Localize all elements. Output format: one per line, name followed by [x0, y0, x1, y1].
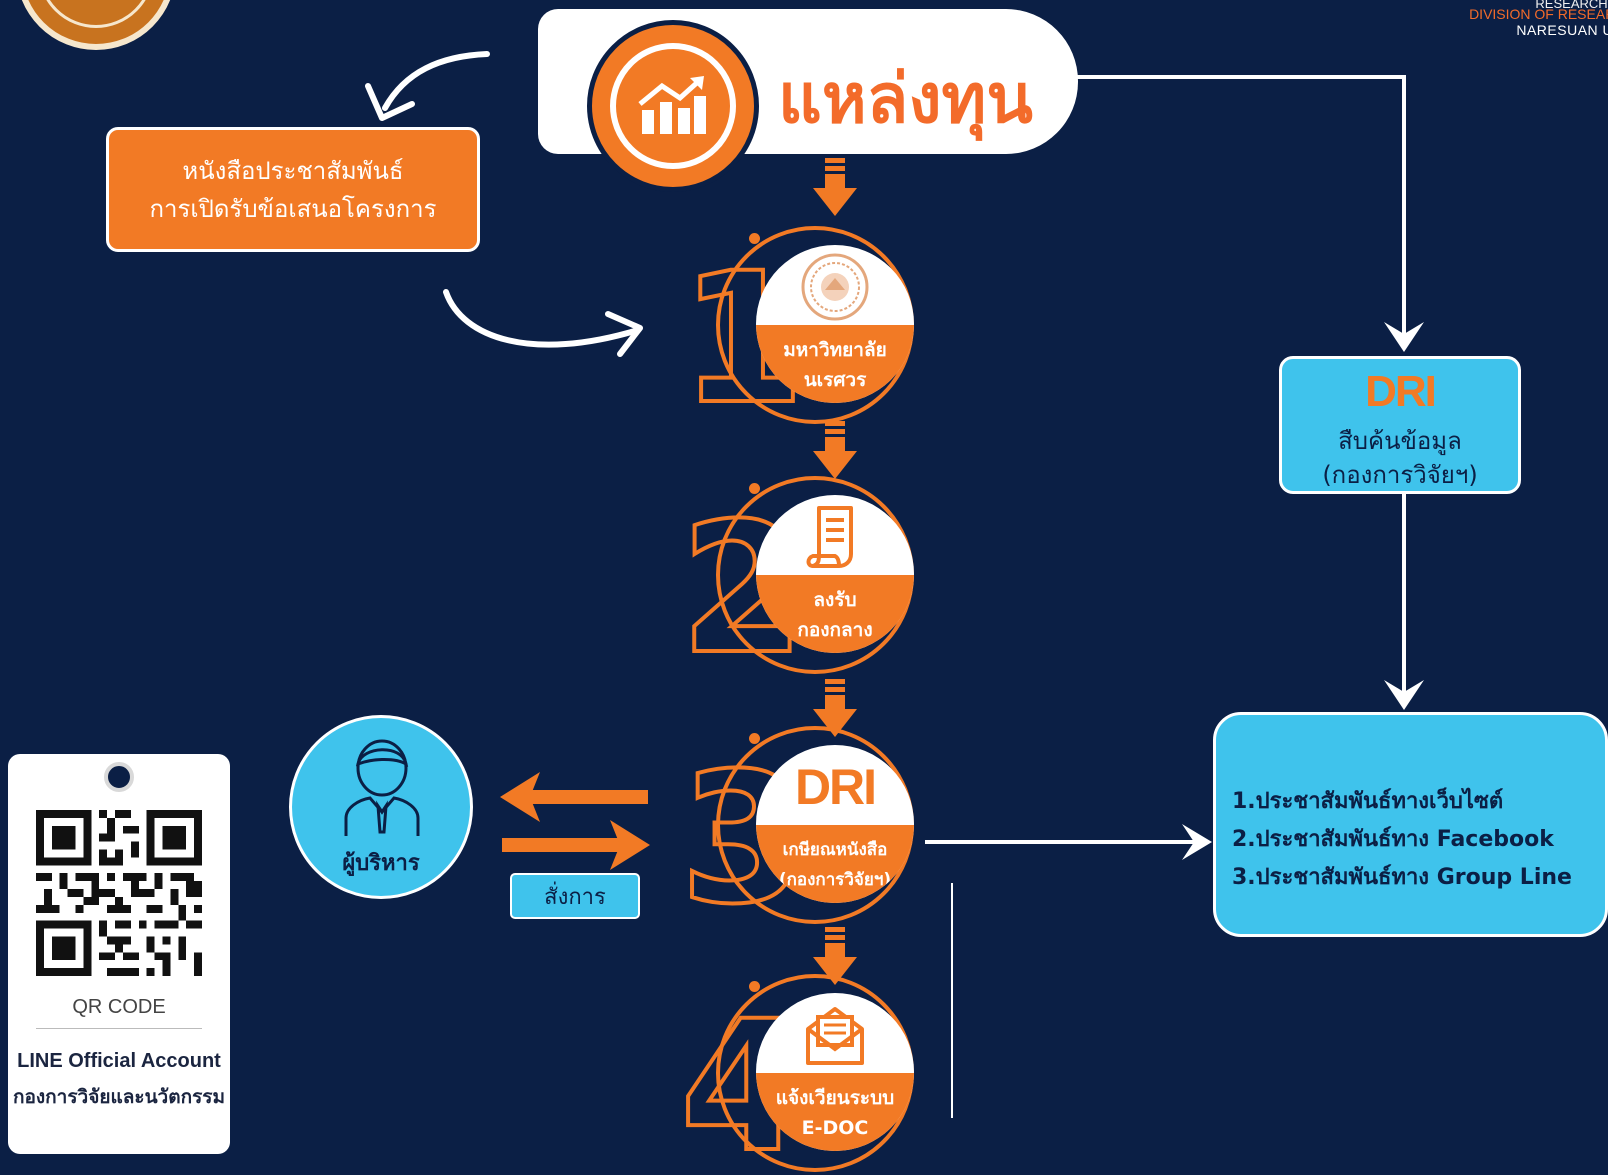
- dri-logo-icon: DRI: [756, 751, 914, 823]
- step-4-dot: [749, 981, 760, 992]
- executive-label: ผู้บริหาร: [342, 851, 420, 876]
- pin-icon: [104, 762, 134, 792]
- qr-divider: [36, 1028, 202, 1029]
- qr-card: QR CODE LINE Official Account กองการวิจั…: [8, 754, 230, 1154]
- search-info-box: DRI สืบค้นข้อมูล (กองการวิจัยฯ): [1279, 356, 1521, 494]
- qr-code-icon: [36, 810, 202, 976]
- search-box-logo: DRI: [1365, 367, 1437, 416]
- step-4: 4 แจ้งเวียนระบบ E-DOC: [678, 970, 940, 1175]
- down-arrow-title-to-step1: [813, 158, 857, 216]
- channel-item-website: 1.ประชาสัมพันธ์ทางเว็บไซต์: [1232, 789, 1504, 814]
- arrowhead-search: [1384, 322, 1424, 352]
- orange-arrow-left-shaft: [530, 790, 648, 804]
- step-1-label-area: มหาวิทยาลัย นเรศวร: [756, 325, 914, 403]
- executive-person-icon: [344, 739, 420, 836]
- curved-arrowhead-top: [365, 83, 415, 121]
- step-3-label-line2: (กองการวิจัยฯ): [778, 870, 892, 890]
- step-3-disc: DRI เกษียณหนังสือ (กองการวิจัยฯ): [756, 745, 914, 903]
- envelope-letter-icon: [756, 999, 914, 1071]
- curved-arrow-bottom: [443, 289, 641, 348]
- down-arrow-step2-to-step3: [813, 679, 857, 737]
- order-label: สั่งการ: [510, 873, 640, 919]
- header-university: NARESUAN UNIV: [1516, 22, 1608, 38]
- step-4-label-line1: แจ้งเวียนระบบ: [775, 1087, 895, 1109]
- step-4-label-line2: E-DOC: [801, 1117, 869, 1139]
- dri-logo-text: DRI: [794, 759, 877, 815]
- qr-line-account: LINE Official Account: [17, 1050, 221, 1072]
- step-4-disc: แจ้งเวียนระบบ E-DOC: [756, 993, 914, 1151]
- step-4-label-area: แจ้งเวียนระบบ E-DOC: [756, 1073, 914, 1151]
- step-2: 2 ลงรับ กองกลาง: [678, 472, 940, 682]
- step-3-label-area: เกษียณหนังสือ (กองการวิจัยฯ): [756, 825, 914, 903]
- step-3-dot: [749, 733, 760, 744]
- step-1: 1 มหาวิทยาลัย นเรศวร: [678, 222, 940, 432]
- arrowhead-step3-channels: [1182, 824, 1212, 860]
- step-1-dot: [749, 233, 760, 244]
- down-arrow-step3-to-step4: [813, 927, 857, 985]
- executive-node: ผู้บริหาร: [289, 715, 473, 899]
- press-release-line1: หนังสือประชาสัมพันธ์: [182, 156, 404, 185]
- step-2-label-line1: ลงรับ: [813, 589, 857, 611]
- curved-arrow-top: [382, 51, 490, 111]
- dri-logo-icon: DRI: [1282, 367, 1518, 417]
- pr-channels-box: 1.ประชาสัมพันธ์ทางเว็บไซต์ 2.ประชาสัมพัน…: [1213, 712, 1608, 937]
- qr-line-division: กองการวิจัยและนวัตกรรม: [12, 1086, 226, 1108]
- orange-arrow-right-shaft: [502, 838, 620, 852]
- step-1-label-line1: มหาวิทยาลัย: [783, 339, 887, 361]
- channel-item-facebook: 2.ประชาสัมพันธ์ทาง Facebook: [1232, 827, 1554, 852]
- press-release-box: หนังสือประชาสัมพันธ์ การเปิดรับข้อเสนอโค…: [106, 127, 480, 252]
- orange-arrow-right-head: [610, 820, 650, 870]
- search-box-line2: (กองการวิจัยฯ): [1322, 461, 1478, 489]
- university-seal-icon: [756, 251, 914, 323]
- step-2-dot: [749, 483, 760, 494]
- step-2-disc: ลงรับ กองกลาง: [756, 495, 914, 653]
- document-scroll-icon: [756, 501, 914, 573]
- line-title-to-search: [1070, 75, 1406, 340]
- search-box-line1: สืบค้นข้อมูล: [1338, 427, 1462, 455]
- title-icon-circle: [587, 20, 759, 192]
- step-3: 3 DRI เกษียณหนังสือ (กองการวิจัยฯ): [678, 722, 940, 932]
- step-1-label-line2: นเรศวร: [803, 369, 867, 391]
- step-2-label-area: ลงรับ กองกลาง: [756, 575, 914, 653]
- university-logo-ring: [38, 0, 154, 28]
- arrowhead-channels: [1384, 680, 1424, 710]
- growth-chart-icon: [610, 43, 736, 169]
- header-org-en: DIVISION OF RESEARCH A: [1469, 6, 1608, 22]
- curved-arrowhead-bottom: [605, 311, 643, 357]
- channel-item-group-line: 3.ประชาสัมพันธ์ทาง Group Line: [1232, 865, 1572, 890]
- step-3-label-line1: เกษียณหนังสือ: [782, 840, 888, 860]
- page-title: แหล่งทุน: [778, 60, 1033, 139]
- step-1-disc: มหาวิทยาลัย นเรศวร: [756, 245, 914, 403]
- down-arrow-step1-to-step2: [813, 421, 857, 479]
- step-2-label-line2: กองกลาง: [797, 619, 873, 641]
- header-org-top: RESEARCH AND: [1535, 0, 1608, 11]
- press-release-line2: การเปิดรับข้อเสนอโครงการ: [149, 194, 437, 223]
- orange-arrow-left-head: [500, 772, 540, 822]
- qr-caption: QR CODE: [72, 996, 166, 1018]
